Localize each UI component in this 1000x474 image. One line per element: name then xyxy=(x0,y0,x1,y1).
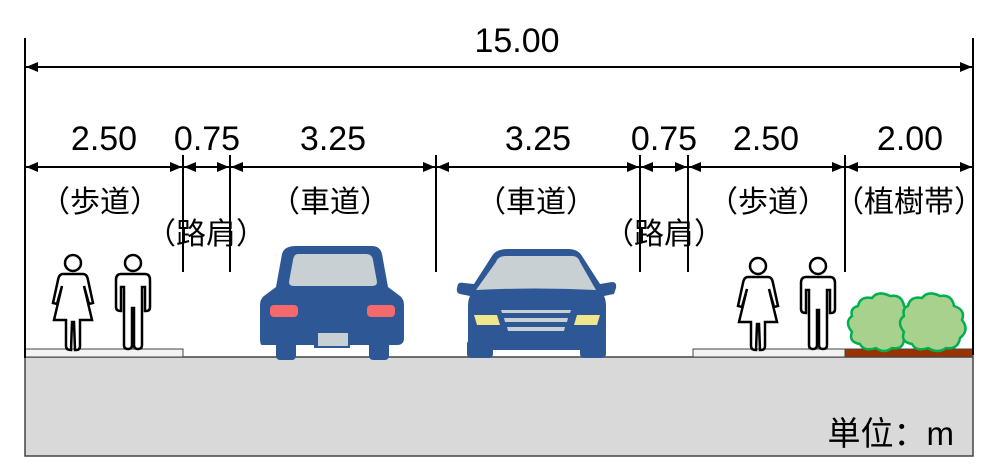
segment-name-label: （歩道） xyxy=(708,186,828,219)
man-pedestrian-icon xyxy=(114,253,152,351)
woman-pedestrian-icon xyxy=(736,256,780,352)
segment-width-label: 3.25 xyxy=(300,120,366,158)
segment-name-label: （歩道） xyxy=(40,186,160,219)
left-sidewalk-curb xyxy=(24,348,184,358)
woman-pedestrian-icon xyxy=(51,253,95,352)
car-front-view-icon xyxy=(456,249,617,358)
segment-tick-lines xyxy=(182,155,846,272)
segment-name-label: （植樹帯） xyxy=(834,186,984,219)
ground-base xyxy=(24,356,974,457)
segment-width-label: 2.50 xyxy=(71,120,137,158)
segment-width-label: 0.75 xyxy=(631,120,697,158)
segment-name-label: （路肩） xyxy=(146,218,266,251)
car-rear-view-icon xyxy=(260,246,404,360)
segment-width-label: 3.25 xyxy=(505,120,571,158)
shrub-icon xyxy=(846,292,912,353)
shrub-icon xyxy=(898,292,967,353)
segment-name-label: （車道） xyxy=(270,186,390,219)
segment-width-label: 0.75 xyxy=(174,120,240,158)
segment-width-label: 2.50 xyxy=(733,120,799,158)
unit-label: 単位：m xyxy=(828,415,955,452)
total-width-label: 15.00 xyxy=(474,22,559,60)
planting-strip xyxy=(844,348,974,358)
segment-width-label: 2.00 xyxy=(877,120,943,158)
man-pedestrian-icon xyxy=(799,256,837,351)
segment-name-label: （路肩） xyxy=(604,218,724,251)
segment-name-label: （車道） xyxy=(476,186,596,219)
